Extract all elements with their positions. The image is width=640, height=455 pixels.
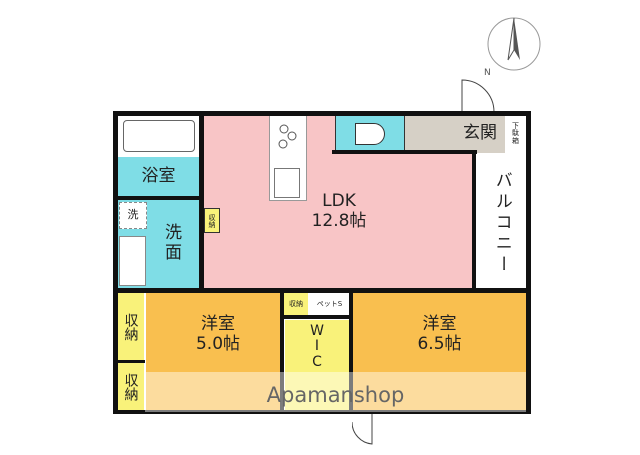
western-room-2: 洋室 6.5帖 [353, 293, 526, 410]
toilet [335, 115, 405, 153]
wall-wic-r [349, 290, 353, 412]
entrance: 玄関 [455, 115, 505, 153]
storage-a: 収納 [117, 293, 144, 360]
balcony: バルコニー [476, 158, 526, 288]
wall-wic-top [280, 315, 352, 319]
wall-storage [113, 360, 145, 363]
pet-space: ペットS [310, 293, 349, 315]
hallway [405, 115, 455, 153]
vanity [119, 236, 146, 286]
wall-right [526, 111, 531, 414]
storage-c: 収納 [284, 293, 308, 315]
watermark-band [145, 372, 526, 412]
wall-wic-l [280, 290, 284, 412]
wall-top [113, 111, 531, 116]
entry-door-icon [461, 79, 495, 113]
walk-in-closet: W I C [285, 320, 349, 410]
wall-balcony [472, 150, 476, 290]
ldk-storage: 収納 [204, 208, 220, 233]
bathtub-area [117, 115, 200, 157]
stove-icon [278, 124, 297, 149]
compass-icon [487, 17, 541, 71]
compass-north-label: N [484, 68, 491, 78]
wall-bath [113, 196, 203, 200]
sink-icon [274, 168, 300, 198]
bottom-door-icon [352, 412, 373, 445]
shoe-box: 下駄箱 [505, 115, 526, 153]
kitchen-counter [269, 115, 307, 201]
wall-toilet [332, 150, 477, 154]
wall-bottom [113, 410, 531, 414]
wall-left [113, 111, 118, 414]
compass [484, 14, 544, 74]
bathroom: 浴室 [117, 157, 200, 197]
wall-wet [199, 111, 204, 291]
watermark: Apamanshop [266, 382, 405, 407]
toilet-icon [355, 123, 385, 145]
washer-space: 洗 [119, 202, 147, 229]
bathtub-icon [122, 120, 195, 152]
western-room-1: 洋室 5.0帖 [146, 293, 280, 410]
storage-b: 収納 [117, 363, 144, 410]
wall-mid [113, 288, 531, 293]
